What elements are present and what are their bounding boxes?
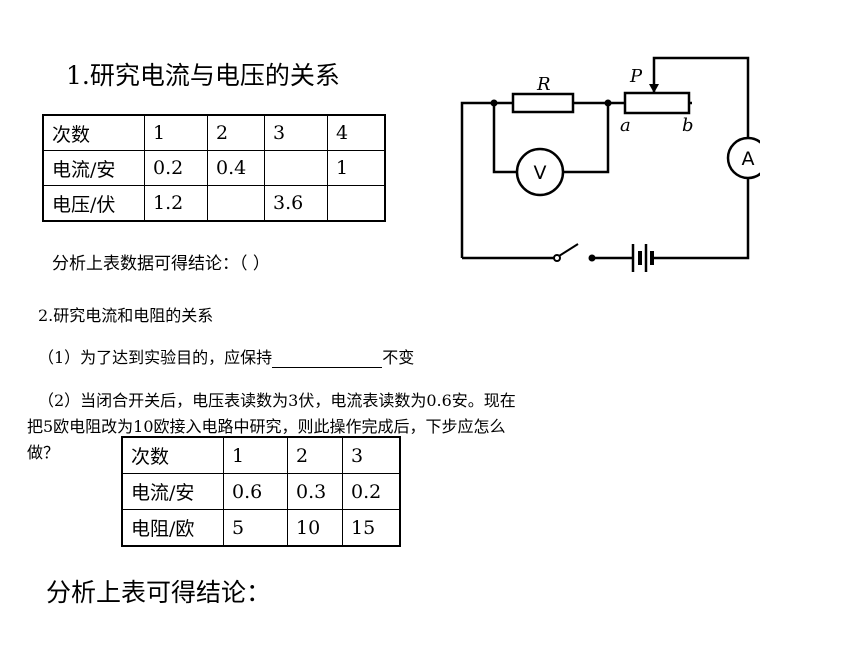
section2-conclusion: 分析上表可得结论：: [46, 578, 272, 607]
table-cell: 1: [327, 150, 386, 186]
current-voltage-table: 次数 1 2 3 4 电流/安 0.2 0.4 1 电压/伏 1.2 3.6: [42, 114, 386, 222]
table-cell: 1: [223, 436, 288, 474]
resistor-r: [511, 92, 575, 114]
end-b-label: b: [682, 115, 694, 136]
table-row: 电流/安 0.6 0.3 0.2: [121, 473, 401, 510]
table-cell: 3: [342, 436, 401, 474]
switch: [553, 243, 596, 262]
question-1-prefix: （1）为了达到实验目的，应保持: [38, 348, 273, 367]
table-cell: 4: [327, 114, 386, 151]
end-a-label: a: [620, 115, 631, 136]
table-cell: 0.6: [223, 473, 288, 510]
current-resistance-table: 次数 1 2 3 电流/安 0.6 0.3 0.2 电阻/欧 5 10 15: [121, 436, 401, 547]
table-cell: 次数: [42, 114, 145, 151]
table-cell: 电流/安: [121, 473, 224, 510]
table-cell: 3: [264, 114, 328, 151]
table-cell: [207, 185, 265, 222]
question-2-line-2: 把5欧电阻改为10欧接入电路中研究，则此操作完成后，下步应怎么: [27, 417, 506, 436]
table-cell: 3.6: [264, 185, 328, 222]
slider-label: P: [629, 66, 643, 87]
table-row: 电压/伏 1.2 3.6: [42, 185, 386, 222]
section2-title: 2.研究电流和电阻的关系: [38, 306, 214, 325]
slider-arrow-icon: [649, 84, 659, 93]
battery: [631, 244, 654, 272]
table-cell: [327, 185, 386, 222]
table-cell: 1: [144, 114, 208, 151]
table-cell: 电阻/欧: [121, 509, 224, 547]
ammeter: [726, 136, 760, 180]
table-row: 电阻/欧 5 10 15: [121, 509, 401, 547]
table-cell: 0.2: [144, 150, 208, 186]
circuit-diagram: R P a b V A: [460, 56, 760, 272]
table-cell: 1.2: [144, 185, 208, 222]
question-2-line-3: 做？: [27, 443, 60, 462]
question-2-line-1: （2）当闭合开关后，电压表读数为3伏，电流表读数为0.6安。现在: [38, 391, 516, 410]
voltmeter-label: V: [534, 162, 547, 184]
table-row: 次数 1 2 3 4: [42, 114, 386, 151]
question-1-suffix: 不变: [382, 348, 415, 367]
table-cell: 电压/伏: [42, 185, 145, 222]
table-cell: 0.4: [207, 150, 265, 186]
table-cell: 15: [342, 509, 401, 547]
table-cell: 10: [287, 509, 343, 547]
table-cell: [264, 150, 328, 186]
rheostat: [623, 91, 691, 115]
section1-title: 1.研究电流与电压的关系: [66, 61, 340, 90]
question-1: （1）为了达到实验目的，应保持 不变: [38, 344, 414, 368]
table-cell: 电流/安: [42, 150, 145, 186]
table-row: 次数 1 2 3: [121, 436, 401, 474]
ammeter-label: A: [742, 148, 755, 170]
table-cell: 2: [207, 114, 265, 151]
answer-blank[interactable]: [272, 349, 383, 368]
table-cell: 0.3: [287, 473, 343, 510]
section1-conclusion: 分析上表数据可得结论：（ ）: [52, 254, 270, 274]
table-cell: 5: [223, 509, 288, 547]
voltmeter: [515, 147, 565, 197]
table-cell: 0.2: [342, 473, 401, 510]
table-cell: 2: [287, 436, 343, 474]
table-cell: 次数: [121, 436, 224, 474]
table-row: 电流/安 0.2 0.4 1: [42, 150, 386, 186]
resistor-label: R: [536, 74, 551, 95]
